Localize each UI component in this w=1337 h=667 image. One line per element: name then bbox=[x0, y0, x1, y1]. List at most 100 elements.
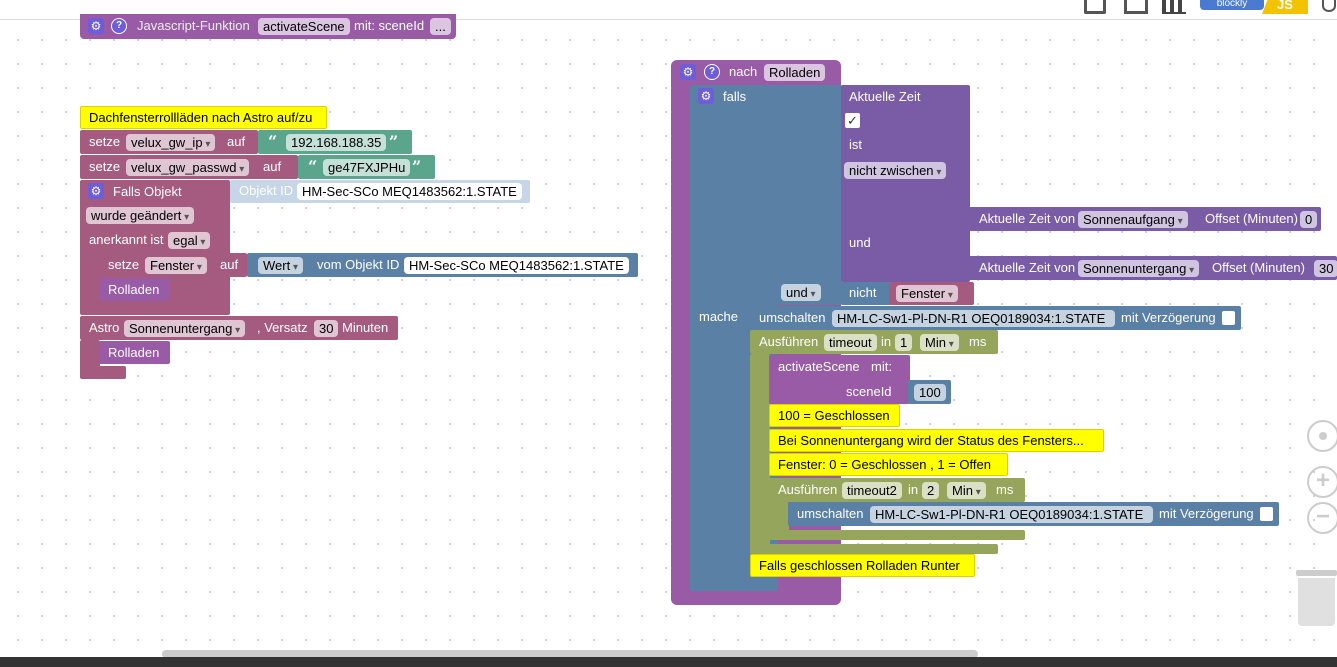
wurde-geaendert-dropdown[interactable]: wurde geändert bbox=[86, 207, 195, 224]
falls-objekt-block[interactable]: ⚙ Falls Objekt wurde geändert anerkannt … bbox=[80, 180, 230, 315]
set-velux-passwd-block[interactable]: setze velux_gw_passwd auf bbox=[80, 155, 298, 179]
ausfuehren-label: Ausführen bbox=[778, 482, 838, 497]
timeout-block-1[interactable]: Ausführen timeout in 1 Min ms bbox=[750, 330, 998, 354]
timeout-value-field[interactable]: 1 bbox=[895, 334, 913, 351]
zoom-in-icon[interactable]: + bbox=[1307, 466, 1337, 498]
fenster-variable-dropdown[interactable]: Fenster bbox=[896, 285, 958, 302]
set-velux-ip-block[interactable]: setze velux_gw_ip auf bbox=[80, 130, 258, 154]
objekt-id-label: Objekt ID bbox=[239, 183, 294, 198]
call-activatescene-block[interactable]: activateScene mit: sceneId bbox=[769, 355, 910, 404]
toggle-block-2[interactable]: umschalten HM-LC-Sw1-Pl-DN-R1 OEQ0189034… bbox=[788, 502, 1279, 526]
minuten-label: Minuten bbox=[342, 320, 389, 335]
astro-block[interactable]: Astro Sonnenuntergang , Versatz 30 Minut… bbox=[80, 316, 398, 340]
versatz-minutes-field[interactable]: 30 bbox=[314, 320, 339, 337]
falls-objekt-label: Falls Objekt bbox=[113, 184, 182, 199]
function-name-field[interactable]: Rolladen bbox=[764, 64, 826, 81]
astro-time-block-1[interactable]: Aktuelle Zeit von Sonnenaufgang Offset (… bbox=[969, 207, 1321, 231]
nach-label: nach bbox=[729, 64, 758, 79]
timeout-block-2[interactable]: Ausführen timeout2 in 2 Min ms bbox=[769, 478, 1025, 502]
delay-checkbox[interactable] bbox=[1222, 311, 1235, 325]
variable-dropdown[interactable]: velux_gw_passwd bbox=[126, 159, 250, 176]
timeout-block-1-body bbox=[750, 354, 770, 554]
in-label: in bbox=[881, 334, 892, 349]
javascript-function-block[interactable]: ⚙ ? Javascript-Funktion activateScene mi… bbox=[80, 14, 456, 39]
astro-block-body bbox=[80, 340, 100, 370]
logic-operator-dropdown[interactable]: und bbox=[781, 284, 821, 301]
recenter-icon[interactable] bbox=[1307, 420, 1337, 452]
astro-block-footer bbox=[80, 366, 126, 379]
trash-lid bbox=[1296, 570, 1337, 576]
variable-dropdown[interactable]: velux_gw_ip bbox=[126, 134, 216, 151]
help-icon[interactable]: ? bbox=[704, 64, 720, 80]
toggle-objekt-id-field[interactable]: HM-LC-Sw1-Pl-DN-R1 OEQ0189034:1.STATE bbox=[870, 506, 1153, 523]
timeout-unit-dropdown[interactable]: Min bbox=[947, 482, 986, 499]
gear-icon[interactable]: ⚙ bbox=[698, 88, 714, 104]
blockly-js-toggle[interactable]: blockly JS bbox=[1200, 0, 1310, 14]
search-icon[interactable] bbox=[1322, 0, 1336, 12]
passwd-string-block[interactable]: “ ge47FXJPHu ” bbox=[298, 155, 435, 179]
objekt-id-field[interactable]: HM-Sec-SCo MEQ1483562:1.STATE bbox=[297, 183, 522, 200]
astro-event-dropdown[interactable]: Sonnenaufgang bbox=[1078, 211, 1188, 228]
ms-label: ms bbox=[996, 482, 1014, 497]
set-fenster-block[interactable]: setze Fenster auf bbox=[99, 253, 247, 277]
zoom-out-icon[interactable]: − bbox=[1307, 502, 1337, 534]
astro-time-block-2[interactable]: Aktuelle Zeit von Sonnenuntergang Offset… bbox=[969, 256, 1337, 280]
more-params-button[interactable]: ... bbox=[430, 18, 451, 35]
offset-label: Offset (Minuten) bbox=[1212, 260, 1305, 275]
objekt-id-block[interactable]: Objekt ID HM-Sec-SCo MEQ1483562:1.STATE bbox=[230, 180, 530, 203]
time-compare-block[interactable]: Aktuelle Zeit ✓ ist nicht zwischen und bbox=[841, 85, 970, 282]
egal-dropdown[interactable]: egal bbox=[168, 232, 211, 249]
falls-label: falls bbox=[723, 89, 747, 104]
fenster-variable-dropdown[interactable]: Fenster bbox=[145, 257, 207, 274]
logic-and-block[interactable]: und bbox=[778, 85, 842, 305]
setze-label: setze bbox=[89, 159, 121, 174]
timeout-value-field[interactable]: 2 bbox=[922, 482, 940, 499]
offset-minutes-field[interactable]: 30 bbox=[1314, 260, 1337, 277]
close-quote-icon: ” bbox=[389, 132, 399, 151]
comment-falls-geschlossen[interactable]: Falls geschlossen Rolladen Runter bbox=[750, 554, 975, 577]
ip-string-block[interactable]: “ 192.168.188.35 ” bbox=[258, 130, 412, 154]
timeout-unit-dropdown[interactable]: Min bbox=[920, 334, 959, 351]
timeout-name-field[interactable]: timeout2 bbox=[842, 482, 902, 499]
function-name-field[interactable]: activateScene bbox=[258, 18, 350, 35]
logic-not-block[interactable]: nicht bbox=[841, 282, 891, 305]
horizontal-scrollbar[interactable] bbox=[162, 650, 978, 658]
und-label: und bbox=[849, 235, 871, 250]
wert-dropdown[interactable]: Wert bbox=[258, 257, 304, 274]
help-icon[interactable]: ? bbox=[111, 18, 127, 34]
gear-icon[interactable]: ⚙ bbox=[88, 18, 104, 34]
toggle-objekt-id-field[interactable]: HM-LC-Sw1-Pl-DN-R1 OEQ0189034:1.STATE bbox=[832, 310, 1115, 327]
ip-string-field[interactable]: 192.168.188.35 bbox=[286, 134, 387, 151]
checkbox-checked-icon[interactable]: ✓ bbox=[845, 113, 860, 128]
get-value-block[interactable]: Wert vom Objekt ID HM-Sec-SCo MEQ1483562… bbox=[247, 253, 638, 277]
nicht-label: nicht bbox=[849, 285, 877, 300]
mit-label: mit: bbox=[871, 359, 892, 374]
offset-minutes-field[interactable]: 0 bbox=[1300, 211, 1318, 228]
flag-icon[interactable] bbox=[1162, 0, 1186, 14]
number-block[interactable]: 100 bbox=[908, 380, 951, 404]
anerkannt-label: anerkannt ist bbox=[89, 232, 164, 247]
aktuelle-zeit-von-label: Aktuelle Zeit von bbox=[979, 211, 1076, 226]
scene-value-field[interactable]: 100 bbox=[914, 384, 946, 401]
call-rolladen-block-1[interactable]: Rolladen bbox=[99, 278, 170, 301]
comment-sonnenuntergang[interactable]: Bei Sonnenuntergang wird der Status des … bbox=[769, 429, 1104, 452]
trash-can bbox=[1298, 578, 1335, 626]
export-icon[interactable] bbox=[1084, 0, 1106, 14]
fenster-variable-block[interactable]: Fenster bbox=[889, 282, 974, 305]
gear-icon[interactable]: ⚙ bbox=[680, 64, 696, 80]
import-icon[interactable] bbox=[1124, 0, 1148, 14]
astro-event-dropdown[interactable]: Sonnenuntergang bbox=[124, 320, 246, 337]
comment-fenster-status[interactable]: Fenster: 0 = Geschlossen , 1 = Offen bbox=[769, 453, 1008, 476]
nicht-zwischen-dropdown[interactable]: nicht zwischen bbox=[844, 162, 947, 179]
comment-title[interactable]: Dachfensterrollläden nach Astro auf/zu bbox=[80, 106, 327, 129]
delay-checkbox[interactable] bbox=[1260, 507, 1273, 521]
toggle-block-1[interactable]: umschalten HM-LC-Sw1-Pl-DN-R1 OEQ0189034… bbox=[750, 306, 1241, 330]
astro-event-dropdown[interactable]: Sonnenuntergang bbox=[1078, 260, 1200, 277]
trash-icon[interactable] bbox=[1296, 570, 1337, 626]
comment-geschlossen[interactable]: 100 = Geschlossen bbox=[769, 404, 900, 427]
get-value-objekt-id-field[interactable]: HM-Sec-SCo MEQ1483562:1.STATE bbox=[404, 257, 629, 274]
gear-icon[interactable]: ⚙ bbox=[88, 183, 104, 199]
passwd-string-field[interactable]: ge47FXJPHu bbox=[323, 159, 411, 176]
call-rolladen-block-2[interactable]: Rolladen bbox=[99, 341, 170, 364]
timeout-name-field[interactable]: timeout bbox=[824, 334, 877, 351]
